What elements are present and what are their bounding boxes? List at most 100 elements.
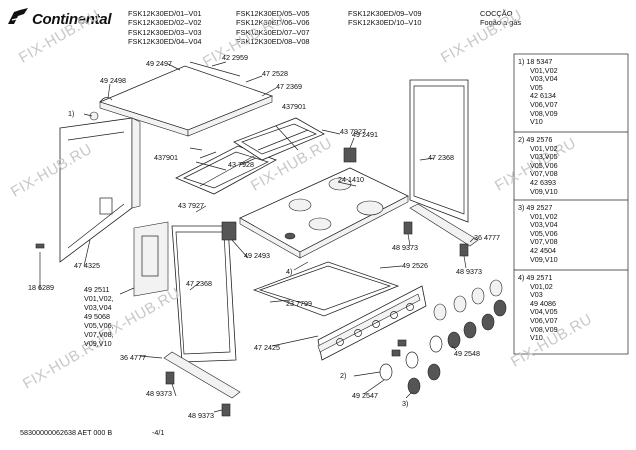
oven-door-part: [171, 225, 237, 363]
model-line: FSK12K30ED/07–V07: [236, 27, 310, 37]
sidepanel-line: 42 6134: [530, 91, 556, 101]
bush-part: [89, 111, 99, 121]
sidepanel-group-3: 3) 49 2527 V01,V02 V03,V04 V05,V06 V07,V…: [518, 203, 558, 264]
left-side-panel-part: [59, 117, 141, 263]
part-label: V01,V02,: [84, 294, 114, 303]
hinge-clip-part: [99, 97, 113, 103]
part-label: 49 2497: [146, 59, 172, 68]
inner-plate-part: [133, 221, 169, 297]
part-label: V03,V04: [84, 303, 112, 312]
header-col-1: FSK12K30ED/01–V01 FSK12K30ED/02–V02 FSK1…: [128, 9, 202, 47]
sidepanel-line: V08,V09: [530, 324, 558, 334]
part-label: V05,V06,: [84, 321, 114, 330]
model-line: FSK12K30ED/05–V05: [236, 9, 310, 18]
model-line: FSK12K30ED/10–V10: [348, 18, 422, 28]
part-label: 49 2498: [100, 76, 126, 85]
sidepanel-line: 1) 18 5347: [518, 57, 553, 66]
knob-part: [471, 287, 485, 305]
part-label: 49 2548: [454, 349, 480, 358]
knob-part: [433, 303, 447, 321]
sidepanel-line: V07,V08: [530, 237, 558, 247]
sidepanel-line: V09,V10: [530, 186, 558, 196]
trim-strip-part: [163, 351, 241, 399]
part-label: 4): [286, 267, 293, 276]
bottom-tray-part: [252, 261, 400, 317]
sidepanel-line: V01,V02: [530, 65, 558, 75]
part-label: 24 1410: [338, 175, 364, 184]
small-part: [397, 339, 407, 347]
sidepanel-line: V08,V09: [530, 108, 558, 118]
hinge-part: [221, 221, 237, 241]
leader-lines: [39, 61, 475, 413]
part-label: 43 7927: [340, 127, 366, 136]
sidepanel-group-2: 2) 49 2576 V01,V02 V03,V05 V05,V06 V07,V…: [518, 135, 558, 196]
foot-part: [221, 403, 231, 417]
model-line: FSK12K30ED/04–V04: [128, 37, 202, 47]
ring-part: [427, 363, 441, 381]
sidepanel-line: 42 4504: [530, 245, 556, 255]
model-line: FSK12K30ED/01–V01: [128, 9, 202, 18]
pan-support-left-part: [175, 145, 277, 195]
part-label: 47 2528: [262, 69, 288, 78]
header-category: COCÇÃO Fogão a gás: [480, 9, 521, 28]
knob-part: [489, 279, 503, 297]
sidepanel-line: V10: [530, 333, 543, 343]
knob-part: [453, 295, 467, 313]
part-label: V07,V08,: [84, 330, 114, 339]
foot-part: [459, 243, 469, 257]
control-panel-part: [317, 285, 427, 361]
back-panel-part: [409, 79, 469, 223]
knob-part: [481, 313, 495, 331]
part-label: 48 9373: [392, 243, 418, 252]
sidepanel-line: V10: [530, 117, 543, 127]
part-label: 43 7928: [228, 160, 254, 169]
sidepanel-line: V06,V07: [530, 315, 558, 325]
knob-part: [463, 321, 477, 339]
sidepanel-line: 4) 49 2571: [518, 273, 553, 282]
category-line: COCÇÃO: [480, 9, 513, 18]
model-line: FSK12K30ED/09–V09: [348, 9, 422, 18]
part-label: 36 4777: [474, 233, 500, 242]
model-line: FSK12K30ED/06–V06: [236, 18, 310, 28]
brand-name: Continental: [32, 11, 112, 28]
part-label: 49 2511: [84, 285, 110, 294]
part-label: 47 2368: [428, 153, 454, 162]
trim-strip-part: [409, 203, 479, 247]
horse-icon: [8, 8, 28, 24]
part-label: 437901: [282, 102, 306, 111]
sidepanel-line: V03,V04: [530, 220, 558, 230]
sidepanel-line: V01,02: [530, 281, 553, 291]
sidepanel-line: V01,V02: [530, 143, 558, 153]
ignitor-part: [343, 147, 357, 163]
part-label: 49 2547: [352, 391, 378, 400]
part-label: V09,V10: [84, 339, 112, 348]
knob-part: [493, 299, 507, 317]
sidepanel-line: V06,V07: [530, 99, 558, 109]
sidepanel-line: V03,V05: [530, 152, 558, 162]
category-line: Fogão a gás: [480, 18, 522, 28]
sidepanel-group-4: 4) 49 2571 V01,02 V03 49 4086 V04,V05 V0…: [518, 273, 558, 343]
part-label: 48 9373: [456, 267, 482, 276]
part-label: 49 2493: [244, 251, 270, 260]
sidepanel-line: 2) 49 2576: [518, 135, 553, 144]
part-label: 36 4777: [120, 353, 146, 362]
header-col-2: FSK12K30ED/05–V05 FSK12K30ED/06–V06 FSK1…: [236, 9, 310, 47]
part-label: 49 2491: [352, 130, 378, 139]
sidepanel-line: 3) 49 2527: [518, 203, 553, 212]
part-label: 43 7927: [178, 201, 204, 210]
foot-part: [165, 371, 175, 385]
knob-part: [447, 331, 461, 349]
model-line: FSK12K30ED/08–V08: [236, 37, 310, 47]
part-label: 47 2368: [186, 279, 212, 288]
sidepanel-line: V07,V08: [530, 169, 558, 179]
sidepanel-line: V05,V06: [530, 160, 558, 170]
part-label: 49 5068: [84, 312, 110, 321]
foot-part: [403, 221, 413, 235]
brand-logo: Continental: [6, 6, 112, 32]
part-label: 18 6289: [28, 283, 54, 292]
sidepanel-line: V03: [530, 290, 543, 300]
part-label: 49 2526: [402, 261, 428, 270]
sidepanel-line: V05,V06: [530, 228, 558, 238]
part-label: 48 9373: [146, 389, 172, 398]
